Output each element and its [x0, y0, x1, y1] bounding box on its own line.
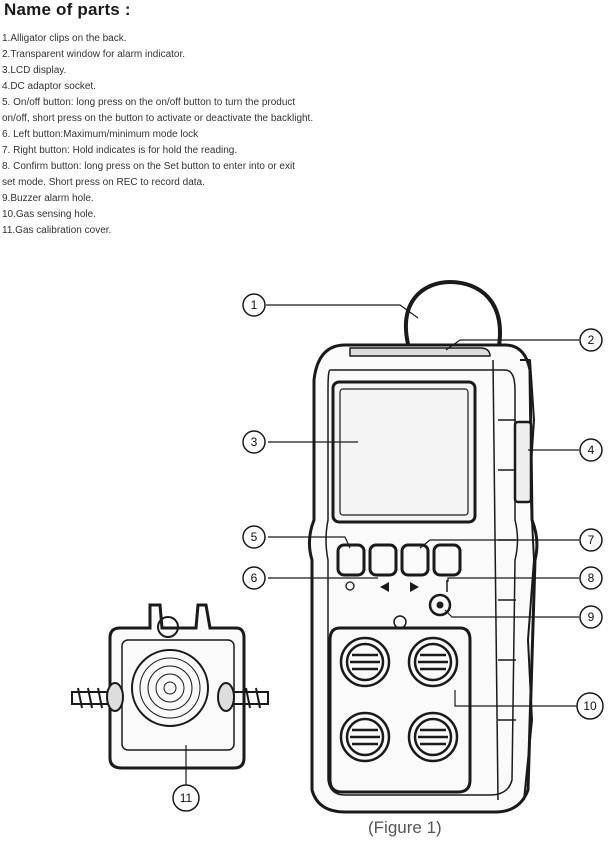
list-item: 11.Gas calibration cover. [2, 225, 112, 236]
callout-2 [579, 328, 603, 352]
callout-6 [242, 566, 266, 590]
device-diagram: 1 2 3 4 5 6 7 8 9 10 11 [71, 280, 604, 814]
list-item: 10.Gas sensing hole. [2, 209, 96, 220]
callout-label: 11 [180, 791, 193, 805]
list-item: 2.Transparent window for alarm indicator… [2, 49, 186, 60]
callout-label: 6 [251, 571, 258, 585]
parts-list: 1.Alligator clips on the back. 2.Transpa… [2, 31, 313, 239]
gas-sensor-icon [339, 636, 459, 763]
callout-label: 4 [588, 443, 595, 457]
callout-label: 8 [588, 571, 595, 585]
callout-1 [242, 293, 266, 317]
lcd-display [331, 380, 477, 524]
list-item: 4.DC adaptor socket. [2, 81, 96, 92]
left-button [368, 543, 398, 577]
right-arrow-icon [410, 582, 419, 592]
callout-4 [579, 438, 603, 462]
list-item: on/off, short press on the button to act… [2, 113, 314, 124]
list-item: 9.Buzzer alarm hole. [2, 193, 94, 204]
callout-3 [242, 430, 266, 454]
list-item: 7. Right button: Hold indicates is for h… [2, 145, 238, 156]
callout-5 [242, 525, 266, 549]
callout-11 [172, 784, 200, 812]
power-icon [345, 581, 355, 591]
power-button [336, 543, 366, 577]
gas-calibration-cover-icon [71, 603, 269, 770]
list-item: 1.Alligator clips on the back. [2, 33, 127, 44]
callout-label: 9 [588, 610, 595, 624]
callout-10 [576, 692, 604, 720]
figure-caption: (Figure 1) [368, 818, 442, 837]
callout-label: 7 [588, 533, 595, 547]
right-button [400, 543, 430, 577]
dc-adaptor-socket [513, 420, 533, 504]
list-item: 3.LCD display. [2, 65, 67, 76]
callout-label: 2 [588, 333, 595, 347]
list-item: 6. Left button:Maximum/minimum mode lock [2, 129, 199, 140]
alligator-clip [403, 280, 502, 353]
page-title: Name of parts : [4, 0, 131, 19]
callout-label: 1 [251, 298, 258, 312]
left-arrow-icon [380, 582, 389, 592]
gas-sensor-panel [328, 626, 472, 794]
callout-label: 5 [251, 530, 258, 544]
callout-label: 3 [251, 435, 258, 449]
list-item: 8. Confirm button: long press on the Set… [2, 161, 295, 172]
list-item: set mode. Short press on REC to record d… [2, 177, 205, 188]
callout-9 [579, 605, 603, 629]
callout-8 [579, 566, 603, 590]
list-item: 5. On/off button: long press on the on/o… [2, 97, 296, 108]
callout-7 [579, 528, 603, 552]
buzzer-icon [428, 593, 452, 617]
sensor-indicator-icon [393, 615, 407, 629]
alarm-indicator-window [349, 347, 491, 357]
callout-label: 10 [583, 699, 597, 713]
confirm-button [432, 543, 462, 577]
